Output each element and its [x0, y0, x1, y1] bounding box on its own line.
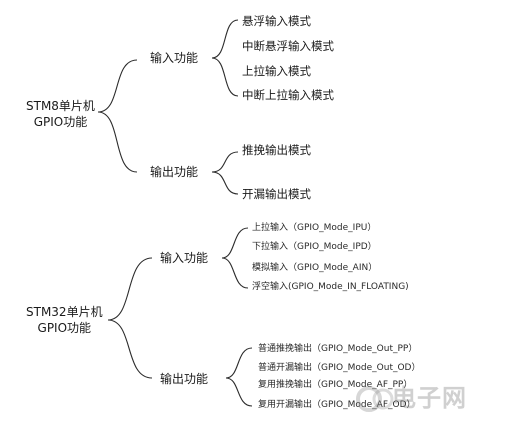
stm32-input-mode: 上拉输入（GPIO_Mode_IPU）	[252, 223, 377, 233]
stm32-root-line2: GPIO功能	[37, 321, 92, 335]
stm32-output-mode: 普通开漏输出（GPIO_Mode_Out_OD）	[258, 363, 421, 373]
watermark-text: 电子网	[392, 384, 467, 412]
stm8-input-node: 输入功能	[150, 51, 199, 65]
stm32-input-mode: 浮空输入(GPIO_Mode_IN_FLOATING)	[252, 282, 409, 292]
stm8-input-mode: 中断悬浮输入模式	[242, 39, 334, 53]
stm8-output-brace	[211, 151, 239, 195]
stm8-input-brace	[211, 19, 239, 97]
stm8-output-node: 输出功能	[150, 165, 199, 179]
stm32-root-line1: STM32单片机	[26, 305, 103, 319]
stm32-input-mode: 下拉输入（GPIO_Mode_IPD）	[252, 242, 377, 252]
stm32-output-brace	[225, 347, 253, 407]
stm8-input-mode: 悬浮输入模式	[242, 14, 311, 28]
stm32-output-mode: 复用推挽输出（GPIO_Mode_AF_PP）	[258, 380, 413, 390]
stm8-input-mode: 上拉输入模式	[242, 64, 311, 78]
stm8-root-brace	[97, 59, 138, 173]
stm8-root-line2: GPIO功能	[33, 115, 88, 129]
stm32-input-mode: 模拟输入（GPIO_Mode_AIN）	[252, 263, 378, 273]
stm8-output-mode: 推挽输出模式	[242, 143, 311, 157]
stm32-root-node: STM32单片机 GPIO功能	[26, 304, 103, 336]
stm32-output-node: 输出功能	[160, 372, 209, 386]
stm32-output-mode: 复用开漏输出（GPIO_Mode_AF_OD）	[258, 400, 416, 410]
stm8-input-mode: 中断上拉输入模式	[242, 88, 334, 102]
stm8-output-mode: 开漏输出模式	[242, 187, 311, 201]
stm8-root-line1: STM8单片机	[26, 99, 95, 113]
stm32-output-mode: 普通推挽输出（GPIO_Mode_Out_PP）	[258, 344, 418, 354]
stm32-input-node: 输入功能	[160, 251, 209, 265]
stm8-root-node: STM8单片机 GPIO功能	[26, 98, 95, 130]
stm32-input-brace	[221, 227, 249, 289]
watermark-logo-icon	[356, 386, 394, 412]
stm32-root-brace	[107, 257, 153, 379]
